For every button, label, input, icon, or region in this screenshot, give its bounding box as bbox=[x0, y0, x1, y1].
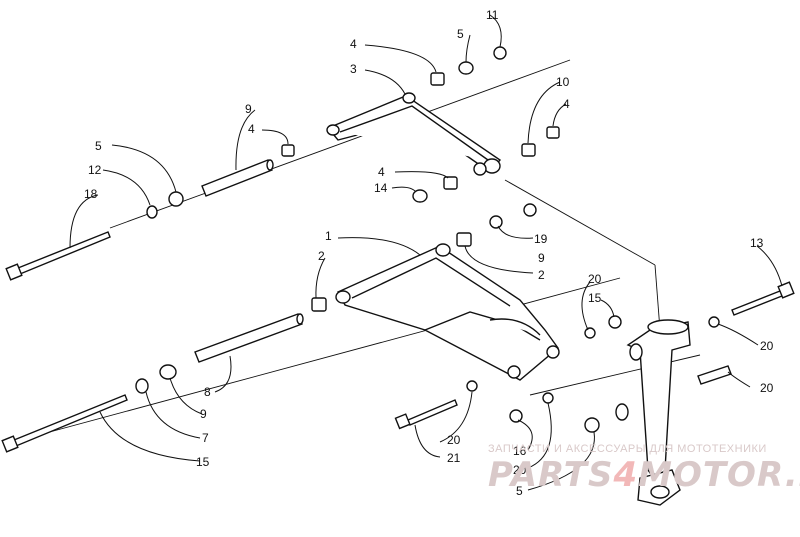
callout-21: 21 bbox=[447, 451, 461, 465]
callout-20-bottom-left: 20 bbox=[447, 433, 461, 447]
callout-4-left: 4 bbox=[248, 122, 255, 136]
callout-5-top: 5 bbox=[457, 27, 464, 41]
callout-20-top: 20 bbox=[588, 272, 602, 286]
callout-4-top: 4 bbox=[350, 37, 357, 51]
callout-11: 12 bbox=[88, 163, 102, 177]
callout-6: 7 bbox=[202, 431, 209, 445]
watermark-brand-accent: 4 bbox=[612, 455, 638, 495]
callout-3: 3 bbox=[350, 62, 357, 76]
sleeves bbox=[194, 159, 732, 385]
callout-4-mid: 4 bbox=[378, 165, 385, 179]
callout-2-right: 2 bbox=[538, 268, 545, 282]
callout-15-bottom: 16 bbox=[513, 444, 527, 458]
callout-1: 1 bbox=[325, 229, 332, 243]
callout-9-bottom: 9 bbox=[200, 407, 207, 421]
callout-labels: 11 5 4 3 10 4 9 4 5 12 18 4 14 19 9 2 1 … bbox=[84, 8, 774, 498]
lower-a-arm bbox=[335, 243, 560, 381]
watermark-tagline: ЗАПЧАСТИ И АКСЕССУАРЫ ДЛЯ МОТОТЕХНИКИ bbox=[488, 443, 767, 455]
watermark-brand-tail: MOTOR.RU bbox=[638, 455, 800, 495]
watermark-brand-main: PARTS bbox=[488, 455, 613, 495]
callout-7: 8 bbox=[204, 385, 211, 399]
watermark: ЗАПЧАСТИ И АКСЕССУАРЫ ДЛЯ МОТОТЕХНИКИ PA… bbox=[488, 443, 800, 495]
callout-5-left: 5 bbox=[95, 139, 102, 153]
callout-18: 19 bbox=[534, 232, 548, 246]
callout-9-top: 9 bbox=[538, 251, 545, 265]
callout-20-right: 20 bbox=[760, 339, 774, 353]
callout-14: 15 bbox=[196, 455, 210, 469]
callout-13: 14 bbox=[374, 181, 388, 195]
callout-2-left: 2 bbox=[318, 249, 325, 263]
leader-lines bbox=[69, 14, 783, 491]
callout-20-bottom: 20 bbox=[513, 463, 527, 477]
upper-a-arm bbox=[326, 92, 502, 176]
callout-17: 11 bbox=[486, 8, 499, 22]
steering-knuckle bbox=[615, 319, 691, 506]
callout-19: 20 bbox=[760, 381, 774, 395]
callout-16: 18 bbox=[84, 187, 98, 201]
callout-5-bottom: 5 bbox=[516, 484, 523, 498]
callout-8: 9 bbox=[245, 102, 252, 116]
callout-10: 10 bbox=[556, 75, 570, 89]
bolts bbox=[1, 231, 795, 453]
bushings-washers bbox=[135, 46, 720, 433]
callout-12: 13 bbox=[750, 236, 764, 250]
callout-4-right: 4 bbox=[563, 97, 570, 111]
callout-15-top: 15 bbox=[588, 291, 602, 305]
watermark-brand: PARTS4MOTOR.RU bbox=[488, 455, 800, 495]
